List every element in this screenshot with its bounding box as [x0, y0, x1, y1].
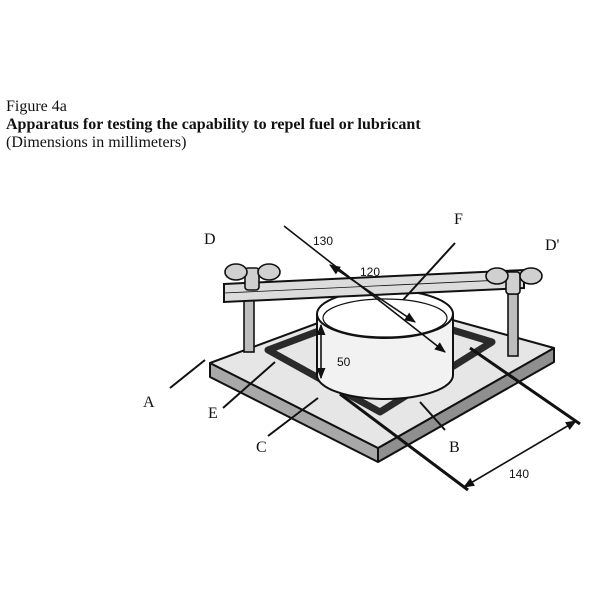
- label-e: E: [208, 405, 218, 422]
- wing-nut-right: [485, 267, 543, 295]
- label-f: F: [454, 211, 463, 228]
- dimension-lines: [283, 225, 577, 488]
- figure-caption: Figure 4a Apparatus for testing the capa…: [6, 98, 421, 152]
- dimension-130: 130: [313, 234, 333, 248]
- label-d: D: [204, 231, 216, 248]
- figure-title: Apparatus for testing the capability to …: [6, 116, 421, 133]
- dimension-120: 120: [360, 265, 380, 279]
- test-cylinder: [316, 289, 454, 400]
- dimension-140: 140: [509, 467, 529, 481]
- wing-nut-left: [224, 263, 281, 291]
- figure-number: Figure 4a: [6, 98, 67, 115]
- leader-lines: [169, 242, 456, 437]
- dimension-50: 50: [337, 355, 351, 369]
- figure-subtitle: (Dimensions in millimeters): [6, 134, 187, 151]
- label-d-prime: D': [545, 237, 560, 254]
- label-b: B: [449, 439, 460, 456]
- extension-lines: [339, 346, 581, 492]
- label-a: A: [143, 394, 155, 411]
- label-c: C: [256, 439, 267, 456]
